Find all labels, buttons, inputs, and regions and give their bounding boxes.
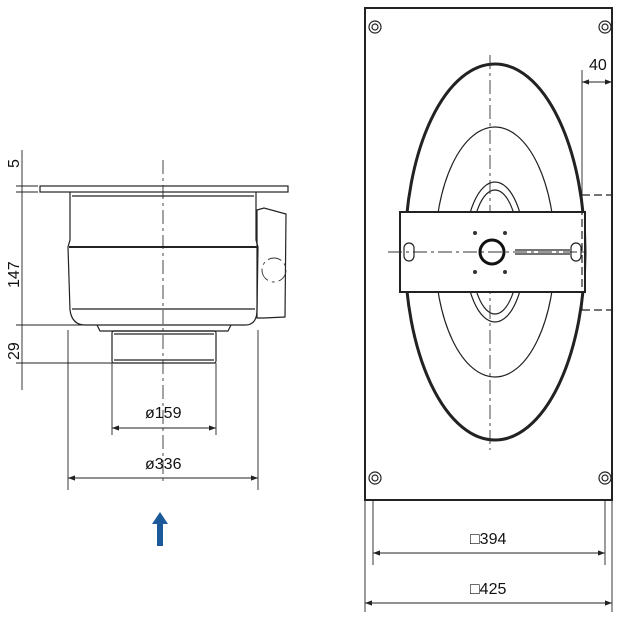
inlet-lip	[96, 324, 232, 332]
hub	[478, 238, 506, 266]
dim-box-depth: 40	[589, 57, 607, 74]
dim-nozzle-height: 29	[6, 342, 23, 360]
airflow-arrow-icon	[152, 512, 168, 546]
dim-nozzle-diameter: ø159	[145, 405, 182, 422]
mounting-plate-front	[364, 7, 613, 501]
terminal-box-hidden	[581, 194, 612, 311]
dim-hole-spacing: □394	[470, 531, 506, 548]
dim-height: 147	[6, 261, 23, 288]
corner-screws	[368, 20, 612, 485]
terminal-box	[256, 207, 287, 319]
dim-flange: 5	[6, 159, 23, 168]
dim-plate-size: □425	[470, 581, 506, 598]
side-view: 5 147 29 ø159 ø336	[6, 150, 289, 546]
inlet-nozzle	[111, 330, 217, 364]
mounting-plate	[39, 185, 289, 193]
dim-body-diameter: ø336	[145, 456, 182, 473]
front-view: 40 □394 □425	[364, 7, 613, 612]
